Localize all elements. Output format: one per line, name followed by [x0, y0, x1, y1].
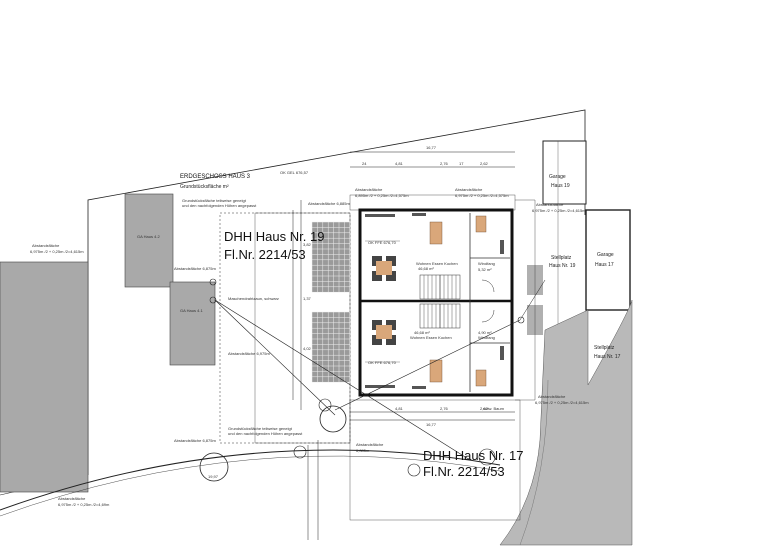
- ok-gel: OK GEL 676,57: [280, 170, 309, 175]
- windfang-bottom: Windfang: [478, 335, 495, 340]
- stellplatz19-label: Stellplatz: [551, 255, 572, 261]
- abst-6875-b: Abstandsfläche 6,875m: [174, 438, 216, 443]
- windfang-bottom-area: 4,90 m²: [478, 330, 492, 335]
- abst-left-calc: 6,975m /2 + 0,25m /2=4,615m: [30, 249, 84, 254]
- note-top: Grundstücksfläche teilweise geneigt: [182, 198, 247, 203]
- garage19-label: Garage: [549, 174, 566, 180]
- ga42-label: GA Haus 4.2: [137, 234, 160, 239]
- dim-276: 2,76: [440, 161, 449, 166]
- dim-481: 4,81: [395, 161, 404, 166]
- dhh17-label: DHH Haus Nr. 17: [423, 448, 523, 463]
- dining-table-bottom: [429, 359, 487, 387]
- ok-ffe-top: OK FFE 676,70: [368, 240, 397, 245]
- tree: [293, 445, 307, 459]
- room-top-area: 46,68 m²: [418, 266, 434, 271]
- plan-title: ERDGESCHOSS HAUS 3: [180, 174, 251, 180]
- road-arc: [0, 449, 501, 511]
- stellplatz17-label: Stellplatz: [594, 345, 615, 351]
- garage-haus-19: [542, 140, 587, 205]
- abst-6975: Abstandsfläche 6,975m: [228, 351, 270, 356]
- tree: [407, 463, 421, 477]
- post: [209, 296, 217, 304]
- tree: [199, 452, 229, 482]
- abst-top-center: Abstandsfläche: [355, 187, 383, 192]
- note-top-2: und den nachfolgenden Höhen angepasst: [182, 203, 257, 208]
- post: [209, 278, 217, 286]
- dhh17-flnr: Fl.Nr. 2214/53: [423, 464, 505, 479]
- abst-bottom-center-calc: 6,885m: [356, 448, 370, 453]
- abst-left: Abstandsfläche: [32, 243, 60, 248]
- sofa-top: [372, 256, 396, 281]
- ok-ffe-bottom: OK FFE 676,70: [368, 360, 397, 365]
- windfang-top: Windfang: [478, 261, 495, 266]
- abst-6875-a: Abstandsfläche 6,875m: [174, 266, 216, 271]
- post: [517, 316, 525, 324]
- stellplatz19-house: Haus Nr. 19: [549, 263, 576, 269]
- garage17-house: Haus 17: [595, 262, 614, 268]
- dim-total-top: 16,77: [426, 145, 437, 150]
- note-bottom: Grundstücksfläche teilweise geneigt: [228, 426, 293, 431]
- ga-haus-4-2: [124, 193, 174, 288]
- plan-subtitle: Grundstücksfläche m²: [180, 184, 229, 190]
- dim-17: 17: [459, 161, 464, 166]
- dim-276-bottom: 2,76: [440, 406, 449, 411]
- abst-top-right: Abstandsfläche: [455, 187, 483, 192]
- patio-grid-bottom: [312, 312, 350, 382]
- dim-arc: 19,97: [208, 474, 219, 479]
- tree-note: notw. Baum: [483, 406, 505, 411]
- dhh19-label: DHH Haus Nr. 19: [224, 229, 324, 244]
- ga-haus-4-1: [169, 281, 216, 366]
- driveway: [499, 299, 633, 546]
- ga41-label: GA Haus 4.1: [180, 308, 203, 313]
- abst-bottom-left-calc: 6,975m /2 + 0,25m /2=4,69m: [58, 502, 110, 507]
- note-bottom-2: und den nachfolgenden Höhen angepasst: [228, 431, 303, 436]
- garage19-house: Haus 19: [551, 183, 570, 189]
- sofa-bottom: [372, 320, 396, 345]
- abst-garage: Abstandsfläche: [536, 202, 564, 207]
- tree: [318, 398, 332, 412]
- garage-haus-17: [585, 209, 631, 311]
- garage17-label: Garage: [597, 252, 614, 258]
- dim-402: 4,02: [303, 346, 312, 351]
- abst-bottom-right-calc: 6,975m /2 + 0,25m /2=4,615m: [535, 400, 589, 405]
- abst-top-center-calc: 6,895m /2 + 0,25m /2=4,575m: [355, 193, 409, 198]
- room-top-name: Wohnen Essen Kochen: [416, 261, 458, 266]
- abst-top-left: Abstandsfläche 6,885m: [308, 201, 350, 206]
- neighbour-building-left: [0, 261, 89, 493]
- windfang-top-area: 5,32 m²: [478, 267, 492, 272]
- tree: [319, 405, 347, 433]
- dim-262-bottom: 2,62: [480, 406, 489, 411]
- dim-24: 24: [362, 161, 367, 166]
- abst-bottom-center: Abstandsfläche: [356, 442, 384, 447]
- fence-label: Maschendrahtzaun, schwarz: [228, 296, 279, 301]
- dim-481-bottom: 4,81: [395, 406, 404, 411]
- abst-top-right-calc: 6,975m /2 + 0,25m /2=4,575m: [455, 193, 509, 198]
- dim-262: 2,62: [480, 161, 489, 166]
- dim-382: 3,82: [303, 242, 312, 247]
- dim-total-bottom: 16,77: [426, 422, 437, 427]
- abst-garage-calc: 6,975m /2 + 0,25m /2=4,615m: [532, 208, 586, 213]
- dhh19-flnr: Fl.Nr. 2214/53: [224, 247, 306, 262]
- stellplatz17-house: Haus Nr. 17: [594, 354, 621, 360]
- dining-table-top: [429, 215, 487, 245]
- abst-bottom-left: Abstandsfläche: [58, 496, 86, 501]
- room-bottom-name: Wohnen Essen Kochen: [410, 335, 452, 340]
- tree: [478, 448, 496, 466]
- room-bottom-area: 46,68 m²: [414, 330, 430, 335]
- patio-grid-top: [312, 222, 350, 292]
- kitchen-counters: [365, 213, 504, 389]
- dim-137: 1,37: [303, 296, 312, 301]
- abst-bottom-right: Abstandsfläche: [538, 394, 566, 399]
